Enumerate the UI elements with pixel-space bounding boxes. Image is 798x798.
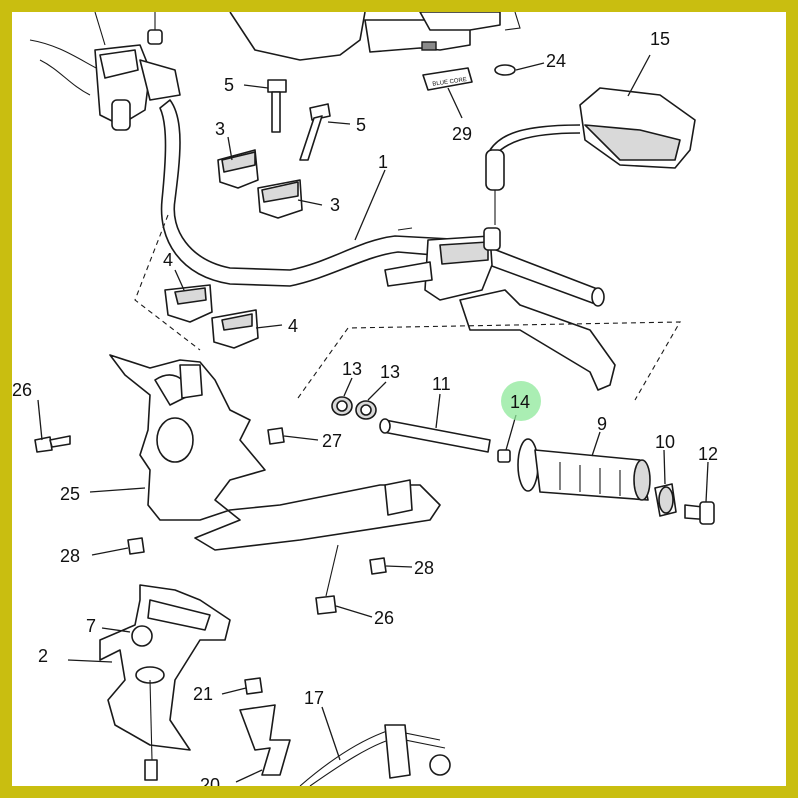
lever-group-outline bbox=[297, 321, 681, 401]
callout-9: 9 bbox=[597, 414, 607, 434]
bolt-5a bbox=[267, 79, 287, 133]
weight-13b bbox=[355, 400, 377, 420]
callout-1: 1 bbox=[378, 152, 388, 172]
callout-12: 12 bbox=[698, 444, 718, 464]
callout-5b: 5 bbox=[356, 115, 366, 135]
callout-3b: 3 bbox=[330, 195, 340, 215]
bolt-26a bbox=[34, 435, 71, 453]
callout-11: 11 bbox=[432, 374, 451, 394]
callout-15: 15 bbox=[650, 29, 670, 49]
callout-24: 24 bbox=[546, 51, 566, 71]
holder-lower-4a bbox=[164, 284, 213, 323]
callout-4a: 4 bbox=[163, 250, 173, 270]
holder-upper-3a bbox=[217, 149, 259, 189]
weight-13a bbox=[331, 396, 353, 416]
left-lever-assembly bbox=[29, 12, 181, 131]
grip-9 bbox=[517, 438, 651, 501]
bolt-28a bbox=[127, 537, 145, 555]
callout-25: 25 bbox=[60, 484, 80, 504]
exploded-parts-diagram: BLUE CORE bbox=[12, 12, 718, 786]
highlight-marker bbox=[501, 381, 541, 421]
bracket-20 bbox=[239, 704, 291, 776]
callout-17: 17 bbox=[304, 688, 324, 708]
callout-14: 14 bbox=[510, 392, 530, 412]
washer-24 bbox=[494, 64, 516, 76]
decal-29: BLUE CORE bbox=[422, 67, 473, 91]
callout-10: 10 bbox=[655, 432, 675, 452]
screw-12 bbox=[684, 501, 715, 525]
bracket-2 bbox=[99, 584, 231, 781]
cowl-25 bbox=[109, 354, 441, 551]
mirror-15 bbox=[485, 87, 696, 225]
holder-group-outline bbox=[134, 214, 201, 351]
bolt-26b bbox=[315, 544, 339, 615]
callout-7: 7 bbox=[86, 616, 96, 636]
part-14 bbox=[497, 449, 511, 463]
shaft-11 bbox=[379, 418, 491, 453]
callout-13a: 13 bbox=[342, 359, 362, 379]
callout-4b: 4 bbox=[288, 316, 298, 336]
callout-27: 27 bbox=[322, 431, 342, 451]
bolt-28b bbox=[369, 557, 387, 575]
bolt-21 bbox=[244, 677, 263, 695]
callout-29: 29 bbox=[452, 124, 472, 144]
callout-28b: 28 bbox=[414, 558, 434, 578]
callout-21: 21 bbox=[193, 684, 213, 704]
callout-26b: 26 bbox=[374, 608, 394, 628]
holder-lower-4b bbox=[211, 309, 259, 349]
callout-20: 20 bbox=[200, 775, 220, 786]
bolt-27 bbox=[267, 427, 285, 445]
callout-26a: 26 bbox=[12, 380, 32, 400]
callout-5a: 5 bbox=[224, 75, 234, 95]
cables-17 bbox=[299, 724, 451, 786]
brake-master-cylinder bbox=[384, 227, 616, 391]
callout-2: 2 bbox=[38, 646, 48, 666]
callout-28a: 28 bbox=[60, 546, 80, 566]
callout-3a: 3 bbox=[215, 119, 225, 139]
decal-text: BLUE CORE bbox=[432, 77, 467, 88]
holder-upper-3b bbox=[257, 179, 303, 219]
callout-13b: 13 bbox=[380, 362, 400, 382]
bolt-5b bbox=[299, 103, 331, 161]
grip-end-10 bbox=[654, 483, 677, 517]
upper-cover bbox=[229, 12, 521, 61]
callout-labels: 1 2 3 3 4 4 5 5 7 9 10 11 12 13 13 14 15… bbox=[12, 29, 718, 786]
leader-lines bbox=[37, 54, 709, 783]
